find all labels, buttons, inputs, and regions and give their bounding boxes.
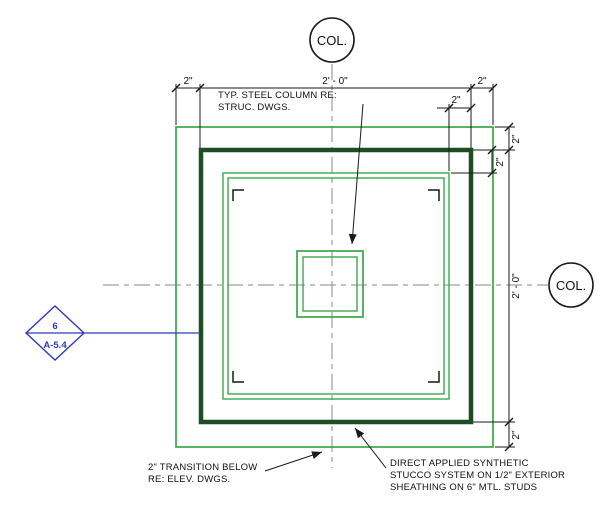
right-dimension-string [473, 122, 515, 452]
stud-clip-top-right [428, 189, 440, 201]
top-dimension-string [171, 83, 498, 148]
column-grid-bubble-top: COL. [309, 17, 355, 63]
dimension-ticks [504, 122, 514, 452]
top-inner-dimension [437, 103, 476, 171]
leader-stucco [354, 427, 387, 469]
steel-column-inner-line [302, 256, 358, 312]
note-stucco-line3: SHEATHING ON 6" MTL. STUDS [390, 482, 537, 493]
dim-top-center: 2' - 0" [322, 76, 348, 87]
dim-right-center: 2' - 0" [511, 273, 522, 299]
corner-stud-clips [232, 189, 440, 383]
grid-bubble-label-right: COL. [556, 278, 586, 293]
column-grid-bubble-right: COL. [548, 262, 594, 308]
note-steel-column-line2: STRUC. DWGS. [218, 102, 291, 113]
leader-transition [264, 451, 323, 472]
dimension-ticks [171, 83, 498, 93]
callout-diamond[interactable] [24, 305, 86, 361]
note-stucco-line1: DIRECT APPLIED SYNTHETIC [390, 458, 529, 469]
leader-steel-column [348, 103, 364, 245]
callout-detail-number[interactable]: 6 [52, 321, 57, 332]
outer-stucco-square [175, 126, 494, 448]
stud-clip-bottom-right [428, 371, 440, 383]
stud-clip-bottom-left [232, 371, 244, 383]
note-stucco-line2: STUCCO SYSTEM ON 1/2" EXTERIOR [390, 470, 565, 481]
dim-top-left: 2" [183, 76, 193, 87]
grid-bubble-circle [309, 17, 355, 63]
dim-right-bottom: 2" [511, 430, 522, 440]
dim-top-inner: 2" [451, 95, 461, 106]
callout-sheet-number[interactable]: A-5.4 [43, 340, 67, 351]
detail-callout[interactable]: 6 A-5.4 [24, 305, 200, 361]
dim-right-inner-top: 2" [495, 157, 506, 167]
stud-wall-inner-line [227, 177, 445, 395]
dim-right-outer-top: 2" [511, 134, 522, 144]
steel-column-outer-line [296, 250, 364, 318]
right-inner-dimension [451, 145, 497, 178]
grid-bubble-circle [548, 262, 594, 308]
grid-bubble-label-top: COL. [317, 33, 347, 48]
stud-wall-outer-line [222, 172, 450, 400]
note-transition-line1: 2" TRANSITION BELOW [148, 462, 257, 473]
sheathing-square [198, 147, 474, 425]
dim-top-right: 2" [477, 76, 487, 87]
note-transition-line2: RE: ELEV. DWGS. [148, 474, 230, 485]
stud-clip-top-left [232, 189, 244, 201]
note-steel-column-line1: TYP. STEEL COLUMN RE: [218, 90, 337, 101]
